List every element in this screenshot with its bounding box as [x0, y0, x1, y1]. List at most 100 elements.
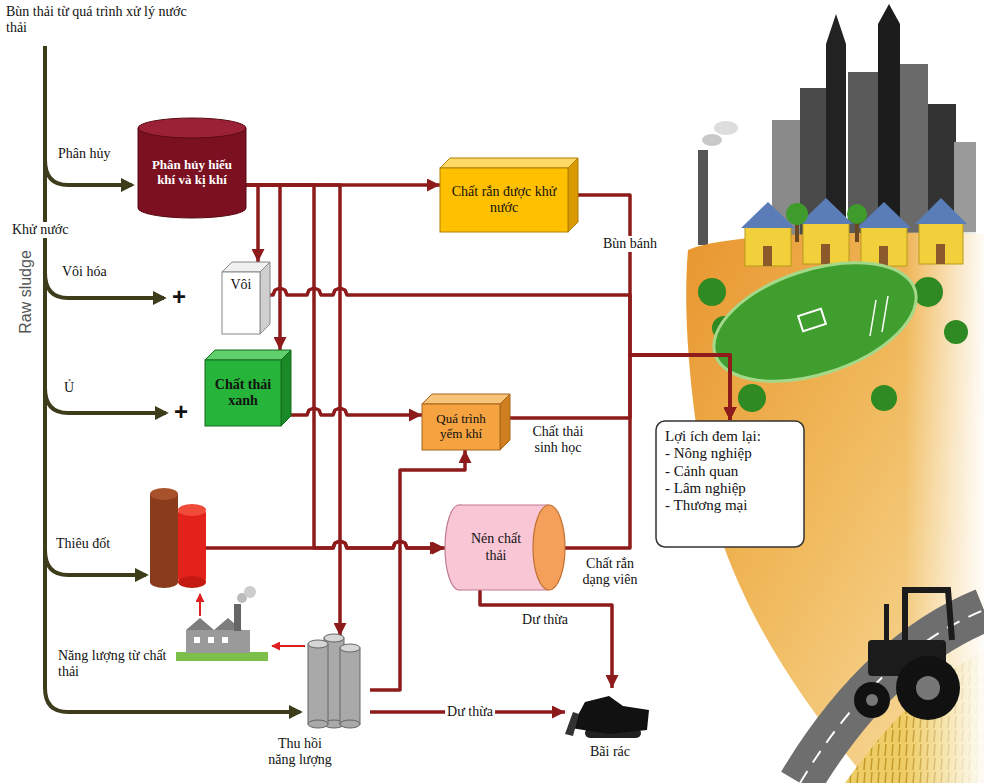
node-text: Vôi — [231, 277, 252, 293]
connector-label: Dư thừa — [520, 612, 570, 628]
power-plant-icon — [186, 618, 242, 630]
sports-field — [699, 240, 931, 404]
trees — [786, 203, 808, 225]
box-side-face — [281, 350, 291, 426]
recovery-cylinder — [340, 648, 360, 724]
text-area: Phân hủy hiếu khí và kị khí — [144, 140, 240, 206]
incinerator-icon — [150, 488, 206, 588]
box-front-face — [440, 168, 568, 232]
tractor-icon — [916, 676, 940, 700]
city-skyline — [848, 72, 878, 235]
recovery-cylinder-top — [308, 640, 328, 648]
anaerobic-process-box: Quá trình yếm khí — [422, 394, 510, 450]
city-skyline — [826, 14, 846, 44]
city-skyline — [698, 150, 708, 245]
trees — [855, 222, 859, 242]
houses — [936, 244, 945, 264]
energy-return-arrow — [272, 645, 305, 647]
tractor-icon — [896, 656, 960, 720]
power-plant-icon — [176, 652, 268, 661]
node-text: Phân hủy hiếu khí và kị khí — [144, 158, 240, 188]
text-area: Lợi ích đem lại:- Nông nghiệp- Cảnh quan… — [665, 428, 797, 540]
benefits-box: Lợi ích đem lại:- Nông nghiệp- Cảnh quan… — [655, 420, 805, 548]
box-front-face — [205, 360, 281, 426]
trunk-label: Raw sludge — [17, 250, 35, 334]
node-text: - Lâm nghiệp — [665, 480, 746, 497]
power-plant-icon — [194, 637, 200, 643]
city-skyline — [878, 24, 900, 235]
city-skyline — [714, 121, 738, 135]
houses — [745, 226, 791, 266]
tractor-icon — [854, 682, 890, 718]
dewatered-solids-box: Chất rắn được khử nước — [440, 158, 578, 232]
sports-field — [699, 240, 931, 404]
road — [800, 610, 984, 783]
compactor-blade — [565, 712, 579, 736]
text-area: Quá trình yếm khí — [425, 405, 497, 449]
text-area: Chất rắn được khử nước — [448, 170, 560, 230]
box-top-face — [440, 158, 578, 168]
node-text: Chất rắn được khử nước — [448, 184, 560, 216]
node-text: Bãi rác — [590, 744, 630, 760]
compaction-drum: Nén chất thải — [445, 505, 565, 590]
houses — [919, 222, 963, 264]
recovery-cylinder-base — [340, 720, 360, 728]
trees — [698, 278, 726, 306]
energy-recovery: Thu hồi năng lượng — [250, 636, 370, 776]
branch-label: Phân hủy — [58, 146, 111, 162]
city-skyline — [702, 134, 722, 146]
node-text: - Nông nghiệp — [665, 445, 752, 462]
trees — [913, 277, 943, 307]
connector-label: Chất rắn dạng viên — [572, 556, 648, 588]
tank-body — [138, 128, 246, 218]
recovery-cylinder-base — [308, 720, 328, 728]
connector-label: Chất thải sinh học — [520, 424, 596, 456]
sports-field — [870, 296, 888, 336]
power-plant-icon — [176, 586, 268, 661]
node-text: - Thương mại — [665, 497, 747, 514]
tractor-icon — [854, 590, 960, 720]
branch-label: Năng lượng từ chất thải — [58, 648, 176, 680]
power-plant-icon — [222, 637, 228, 643]
panel-outline — [656, 421, 804, 547]
node-text: Lợi ích đem lại: — [665, 428, 761, 445]
recovery-cylinder — [308, 644, 328, 724]
lime-box: Vôi — [222, 262, 270, 334]
branch-label: Thiêu đốt — [56, 536, 110, 552]
sports-field — [798, 309, 826, 332]
box-front-face — [422, 404, 500, 450]
lime-box-outline — [222, 262, 270, 334]
text-area: Bãi rác — [565, 742, 655, 762]
box-side-face — [500, 394, 510, 450]
houses — [879, 246, 888, 266]
drum-right-end — [533, 505, 565, 590]
trees — [698, 203, 968, 412]
digester-tank: Phân hủy hiếu khí và kị khí — [138, 118, 246, 218]
power-plant-icon — [244, 586, 256, 598]
connector-label: Bùn bánh — [601, 236, 659, 252]
incinerator-icon — [178, 510, 206, 582]
flow-connector — [480, 590, 612, 688]
houses — [915, 198, 967, 224]
city-skyline — [900, 64, 928, 235]
green-waste-box: Chất thải xanh — [205, 350, 291, 426]
houses — [741, 198, 967, 266]
plus-sign: + — [172, 283, 186, 311]
power-plant-icon — [186, 630, 250, 653]
trees — [944, 320, 968, 344]
incinerator-icon — [178, 576, 206, 588]
text-area: Vôi — [222, 274, 260, 296]
houses — [861, 226, 907, 266]
landfill: Bãi rác — [565, 688, 655, 768]
branch-label: Vôi hóa — [62, 264, 107, 280]
recovery-cylinder-top — [340, 644, 360, 652]
branch-label: Khử nước — [10, 222, 70, 238]
raw-sludge-trunk — [45, 160, 132, 185]
box-side-face — [260, 262, 270, 334]
tractor-icon — [884, 604, 889, 640]
